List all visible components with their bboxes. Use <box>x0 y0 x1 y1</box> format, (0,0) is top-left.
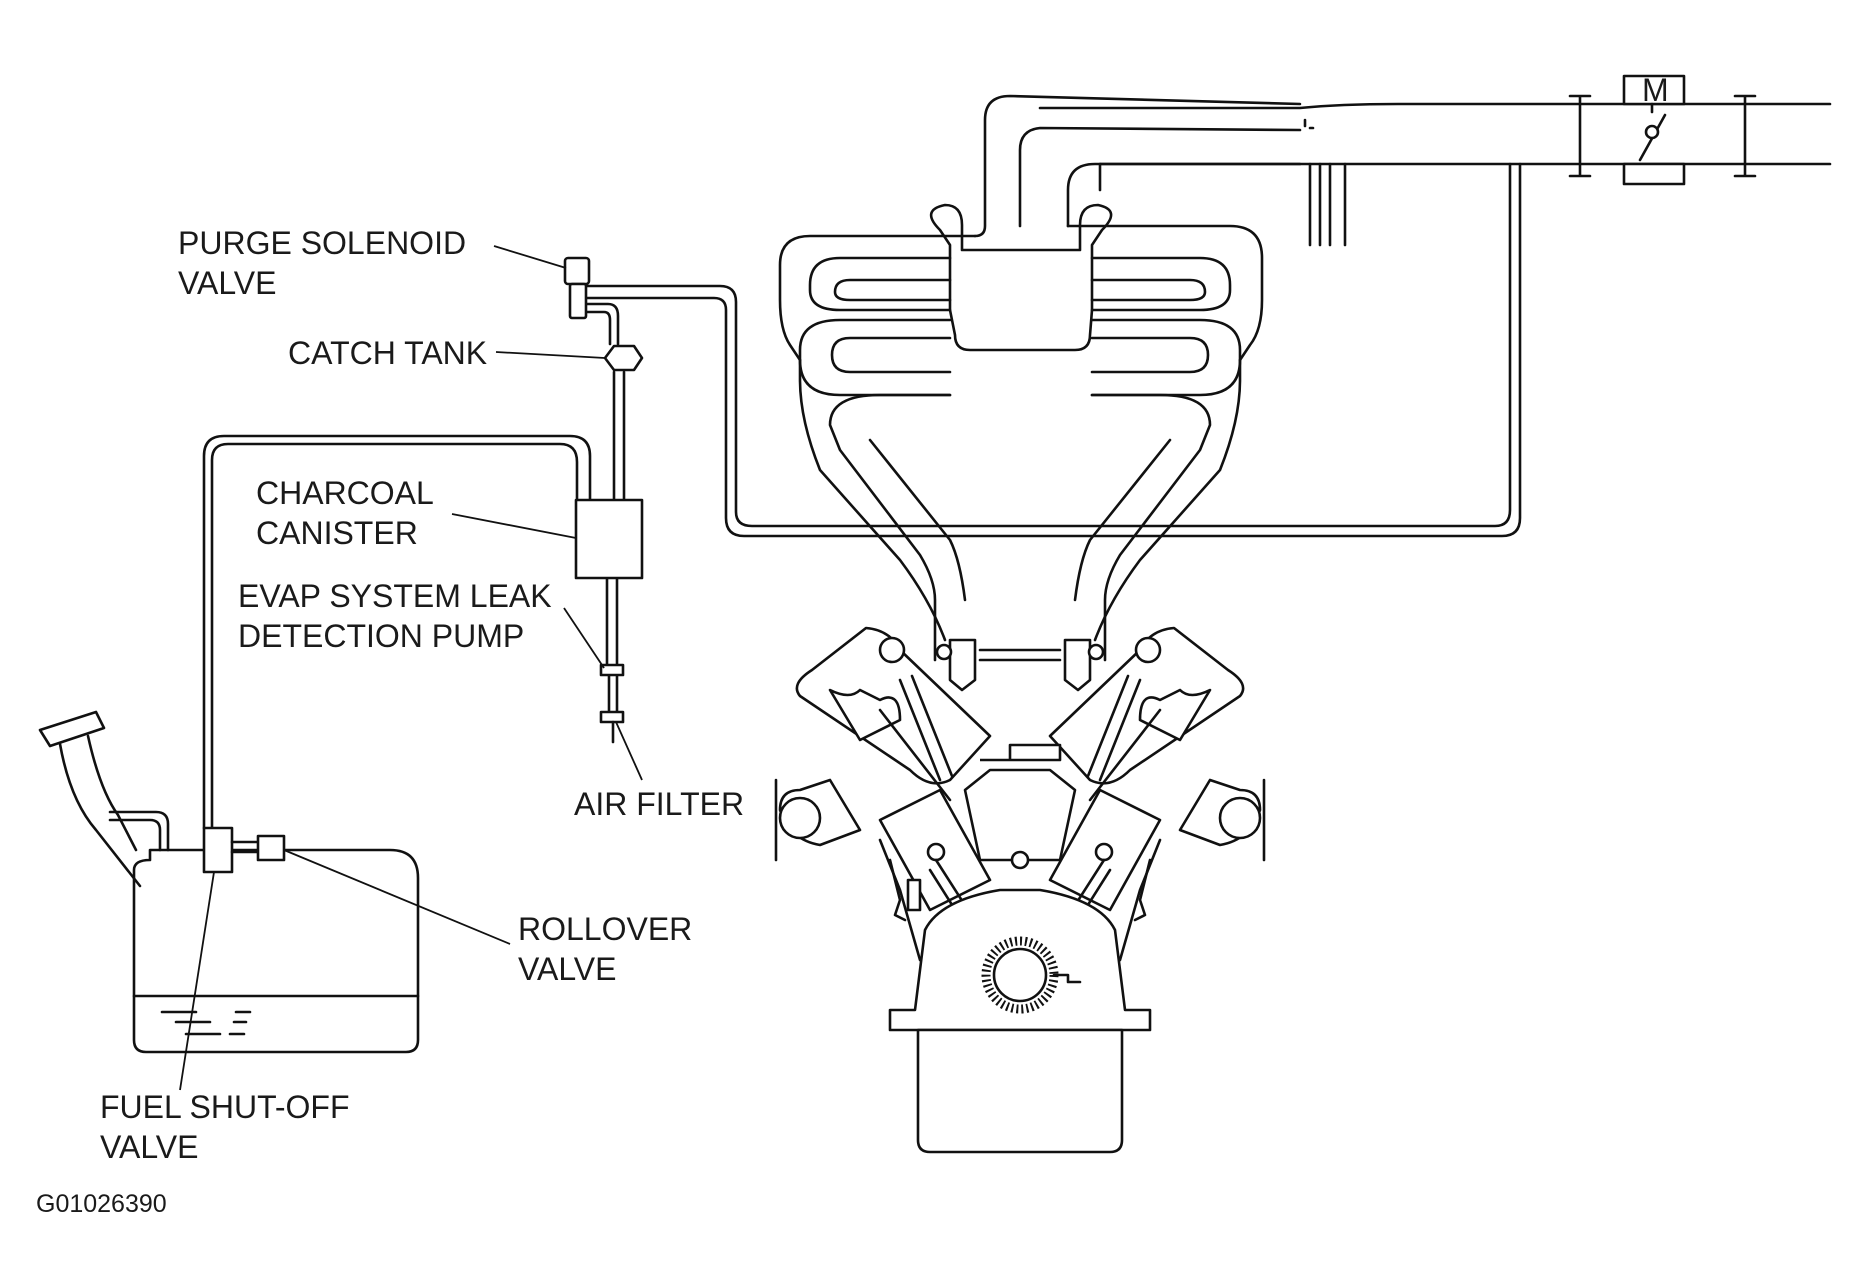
throttle-motor-label: M <box>1642 72 1669 108</box>
air-filter-label: AIR FILTER <box>574 786 744 822</box>
rollover-valve-label-2: VALVE <box>518 951 616 987</box>
charcoal-canister <box>574 498 644 580</box>
leak-pump-label-2: DETECTION PUMP <box>238 618 524 654</box>
catch-tank-label: CATCH TANK <box>288 335 487 371</box>
leak-pump-label: EVAP SYSTEM LEAK <box>238 578 552 614</box>
throttle-body: M <box>1622 72 1686 186</box>
fuel-shutoff-label: FUEL SHUT-OFF <box>100 1089 349 1125</box>
charcoal-canister-label-2: CANISTER <box>256 515 418 551</box>
purge-lines <box>202 162 1522 830</box>
catch-tank <box>603 344 644 372</box>
rollover-valve <box>230 834 286 862</box>
v6-engine <box>774 626 1266 1154</box>
fuel-tank <box>38 710 420 1054</box>
purge-solenoid-label-2: VALVE <box>178 265 276 301</box>
rollover-valve-label: ROLLOVER <box>518 911 692 947</box>
evap-leak-detection-pump <box>599 663 625 677</box>
intake-duct <box>1038 94 1832 247</box>
figure-id: G01026390 <box>36 1190 167 1218</box>
fuel-shutoff-valve <box>202 826 234 874</box>
leader-lines <box>179 245 643 1091</box>
labels: PURGE SOLENOID VALVE CATCH TANK CHARCOAL… <box>36 225 744 1218</box>
intake-manifold <box>778 94 1302 662</box>
purge-solenoid-valve <box>563 256 591 320</box>
purge-solenoid-label: PURGE SOLENOID <box>178 225 466 261</box>
charcoal-canister-label: CHARCOAL <box>256 475 434 511</box>
fuel-shutoff-label-2: VALVE <box>100 1129 198 1165</box>
air-filter <box>599 710 625 744</box>
